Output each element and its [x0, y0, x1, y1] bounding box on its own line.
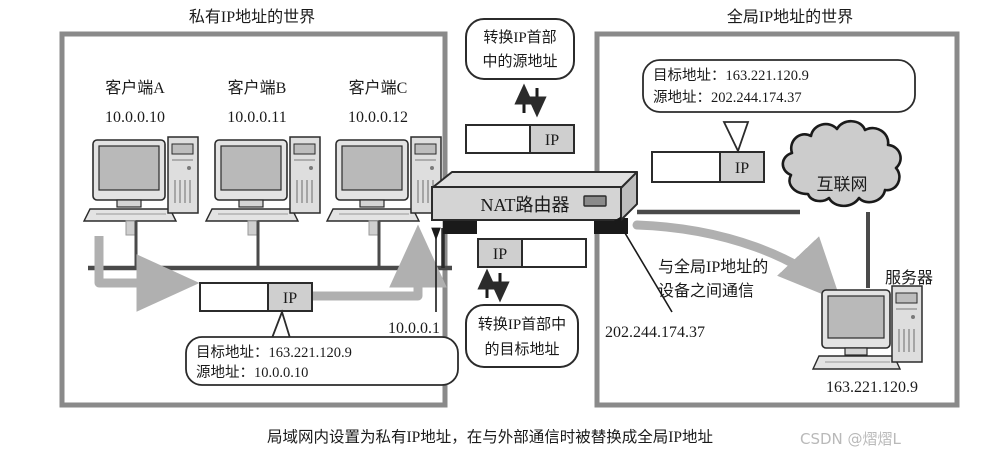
- private-callout-line2: 源地址：10.0.0.10: [196, 364, 308, 381]
- client-a-computer: [82, 136, 199, 268]
- figure-caption: 局域网内设置为私有IP地址，在与外部通信时被替换成全局IP地址: [267, 428, 713, 446]
- left-panel-title: 私有IP地址的世界: [189, 8, 315, 26]
- monitor-icon: [92, 139, 166, 208]
- client-b-name: 客户端B: [228, 79, 287, 97]
- packet-header-label: IP: [493, 246, 507, 263]
- top-callout-line2: 中的源地址: [482, 53, 557, 70]
- global-comm-annotation: 与全局IP地址的 设备之间通信: [658, 258, 768, 300]
- bottom-bidirectional-arrows: [477, 268, 510, 303]
- watermark-text: CSDN @熠熠L: [800, 430, 902, 448]
- server-ip: 163.221.120.9: [826, 379, 918, 396]
- router-global-ip-annotation: 202.244.174.37: [605, 216, 705, 341]
- nat-router: NAT路由器: [431, 171, 638, 234]
- router-private-ip: 10.0.0.1: [388, 320, 440, 337]
- bottom-packet-box: IP: [477, 238, 587, 268]
- client-c-name: 客户端C: [349, 79, 408, 97]
- global-flow-arrow: [632, 220, 842, 302]
- bottom-callout-line2: 的目标地址: [484, 341, 559, 358]
- top-bidirectional-arrows: [514, 83, 547, 118]
- packet-header-label: IP: [283, 290, 297, 307]
- global-comm-line1: 与全局IP地址的: [658, 258, 768, 276]
- tower-pc-icon: [891, 285, 923, 363]
- private-packet-callout: 目标地址：163.221.120.9 源地址：10.0.0.10: [185, 309, 459, 386]
- internet-cloud: 互联网: [781, 119, 902, 208]
- client-a-name: 客户端A: [105, 79, 165, 97]
- client-c-computer: [325, 136, 442, 268]
- private-packet-box: IP: [199, 282, 313, 312]
- monitor-icon: [335, 139, 409, 208]
- bottom-callout: 转换IP首部中 的目标地址: [465, 304, 579, 368]
- keyboard-icon: [82, 208, 178, 222]
- client-a-ip: 10.0.0.10: [105, 109, 165, 126]
- keyboard-icon: [811, 355, 902, 370]
- nat-router-label: NAT路由器: [481, 195, 570, 215]
- router-global-ip: 202.244.174.37: [605, 324, 705, 341]
- private-callout-line1: 目标地址：163.221.120.9: [196, 344, 352, 361]
- top-callout-line1: 转换IP首部: [483, 29, 556, 46]
- global-packet-callout: 目标地址：163.221.120.9 源地址：202.244.174.37: [642, 59, 916, 154]
- monitor-icon: [214, 139, 288, 208]
- keyboard-icon: [325, 208, 421, 222]
- packet-header-label: IP: [545, 132, 559, 149]
- bottom-callout-line1: 转换IP首部中: [478, 316, 566, 333]
- client-b-computer: [204, 136, 321, 268]
- right-panel-title: 全局IP地址的世界: [727, 8, 853, 26]
- global-callout-line2: 源地址：202.244.174.37: [653, 89, 802, 106]
- top-callout: 转换IP首部 中的源地址: [465, 18, 575, 80]
- global-packet-box: IP: [651, 151, 765, 183]
- lan-bus: [88, 228, 452, 271]
- internet-label: 互联网: [817, 175, 868, 194]
- monitor-icon: [821, 289, 891, 356]
- tower-pc-icon: [167, 136, 199, 214]
- packet-header-label: IP: [735, 160, 749, 177]
- client-labels: 客户端A 10.0.0.10 客户端B 10.0.0.11 客户端C 10.0.…: [105, 79, 408, 126]
- client-c-ip: 10.0.0.12: [348, 109, 408, 126]
- router-private-ip-annotation: 10.0.0.1: [388, 227, 441, 337]
- client-b-ip: 10.0.0.11: [227, 109, 286, 126]
- server-label: 服务器: [885, 269, 933, 287]
- tower-pc-icon: [289, 136, 321, 214]
- keyboard-icon: [204, 208, 300, 222]
- global-callout-line1: 目标地址：163.221.120.9: [653, 67, 809, 84]
- server-computer: 服务器 163.221.120.9: [811, 269, 933, 396]
- top-packet-box: IP: [465, 124, 575, 154]
- private-flow-arrow: [94, 224, 447, 312]
- global-comm-line2: 设备之间通信: [658, 282, 754, 300]
